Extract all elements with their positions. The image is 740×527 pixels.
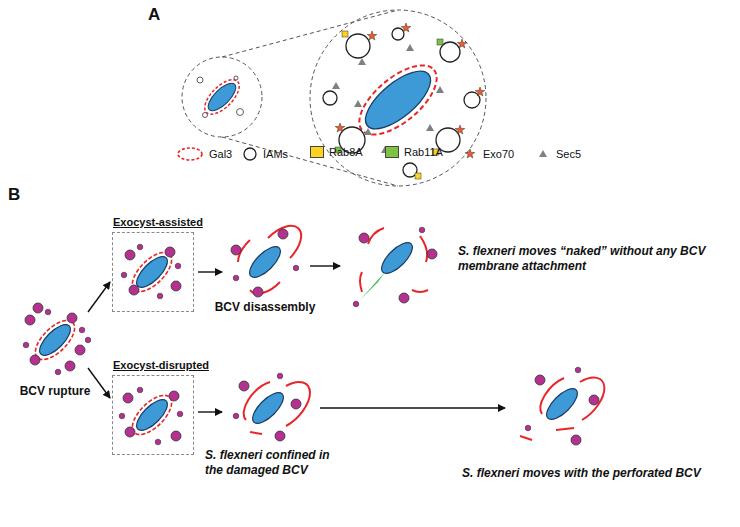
dashed-box: Exocyst-disrupted [112,375,194,455]
panel-letter: B [8,184,28,205]
annotation: S. flexneri moves with the perforated BC… [462,466,728,481]
dashed-box: Exocyst-assisted [112,232,194,312]
legend-symbol [176,146,204,162]
panel-letter: A [148,4,168,25]
legend-item: Rab8A [310,146,363,158]
legend-item: Exo70 [462,146,514,162]
box-heading: Exocyst-disrupted [113,359,193,371]
legend-item: Gal3 [176,146,232,162]
legend-symbol [535,146,551,162]
box-heading: Exocyst-assisted [113,216,193,228]
legend-text: Gal3 [209,148,232,160]
legend-text: Rab8A [329,146,363,158]
legend-swatch [310,146,324,158]
legend-item: Rab11A [385,146,443,158]
annotation: S. flexneri moves “naked” without any BC… [458,244,728,274]
legend-item: Sec5 [535,146,581,162]
legend-item: IAMs [242,146,288,162]
legend-text: IAMs [263,148,288,160]
legend-symbol [242,146,258,162]
annotation: S. flexneri confined in the damaged BCV [205,448,345,478]
legend-text: Sec5 [556,148,581,160]
legend-symbol [462,146,478,162]
legend-swatch [385,146,399,158]
annotation: BCV disassembly [210,300,320,315]
legend-text: Exo70 [483,148,514,160]
annotation: BCV rupture [10,384,100,399]
legend-text: Rab11A [404,146,443,158]
